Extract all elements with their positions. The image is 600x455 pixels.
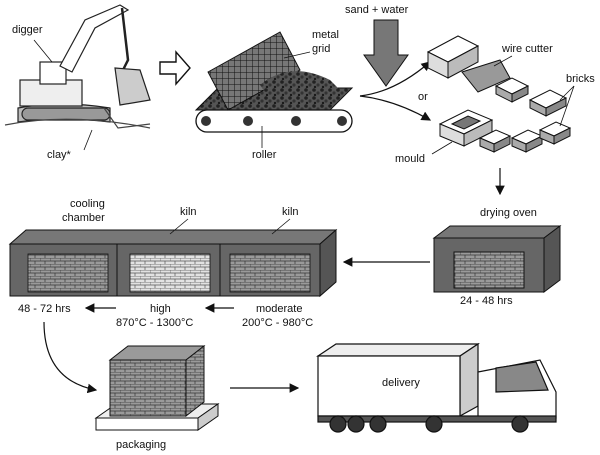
high-label: high <box>150 303 171 315</box>
drying-oven <box>432 225 562 293</box>
clay-leader-line <box>83 129 93 151</box>
sand-water-label: sand + water <box>345 4 409 16</box>
clay-label: clay* <box>47 149 72 161</box>
packaging-label: packaging <box>116 439 166 451</box>
digger-illustration <box>4 4 151 129</box>
metal-grid <box>207 31 345 111</box>
cooling-label-line2: chamber <box>62 212 105 224</box>
kiln-moderate-label: kiln <box>282 206 299 218</box>
grid-leader-line <box>283 51 311 59</box>
kiln-high-leader-line <box>169 218 189 235</box>
packaging-pallet <box>94 344 220 431</box>
arrow-to-wire-cutter <box>359 61 431 97</box>
cooling-label-line1: cooling <box>70 198 105 210</box>
drying-oven-label: drying oven <box>480 207 537 219</box>
high-temp-label: 870°C - 1300°C <box>116 317 193 329</box>
mould-label: mould <box>395 153 425 165</box>
bricks-label: bricks <box>566 73 595 85</box>
grid-label: grid <box>312 43 330 55</box>
moderate-label: moderate <box>256 303 302 315</box>
mould <box>438 109 572 153</box>
cooling-chamber-bricks <box>27 253 109 293</box>
wire-cutter-label: wire cutter <box>501 43 553 55</box>
cooling-time-label: 48 - 72 hrs <box>18 303 71 315</box>
or-label: or <box>418 91 428 103</box>
metal-label: metal <box>312 29 339 41</box>
digger-leader-line <box>33 39 53 63</box>
digger-label: digger <box>12 24 43 36</box>
drying-time-label: 24 - 48 hrs <box>460 295 513 307</box>
moderate-temp-label: 200°C - 980°C <box>242 317 313 329</box>
roller-label: roller <box>252 149 277 161</box>
delivery-label: delivery <box>382 377 420 389</box>
arrow-to-packaging <box>43 321 98 394</box>
bricks-leader-line-1 <box>559 85 575 101</box>
delivery-truck <box>316 342 557 433</box>
moderate-kiln-bricks <box>229 253 311 293</box>
kiln-moderate-leader-line <box>271 218 291 235</box>
bricks-leader-line-2 <box>559 85 575 127</box>
arrow-to-mould <box>359 95 432 121</box>
wire-cutter <box>426 35 568 117</box>
kiln-high-label: kiln <box>180 206 197 218</box>
sand-water-arrow <box>363 19 409 87</box>
wire-cutter-leader-line <box>493 55 513 67</box>
high-kiln-bricks <box>129 253 211 293</box>
arrow-to-grid <box>159 50 191 86</box>
mould-leader-line <box>431 141 453 155</box>
